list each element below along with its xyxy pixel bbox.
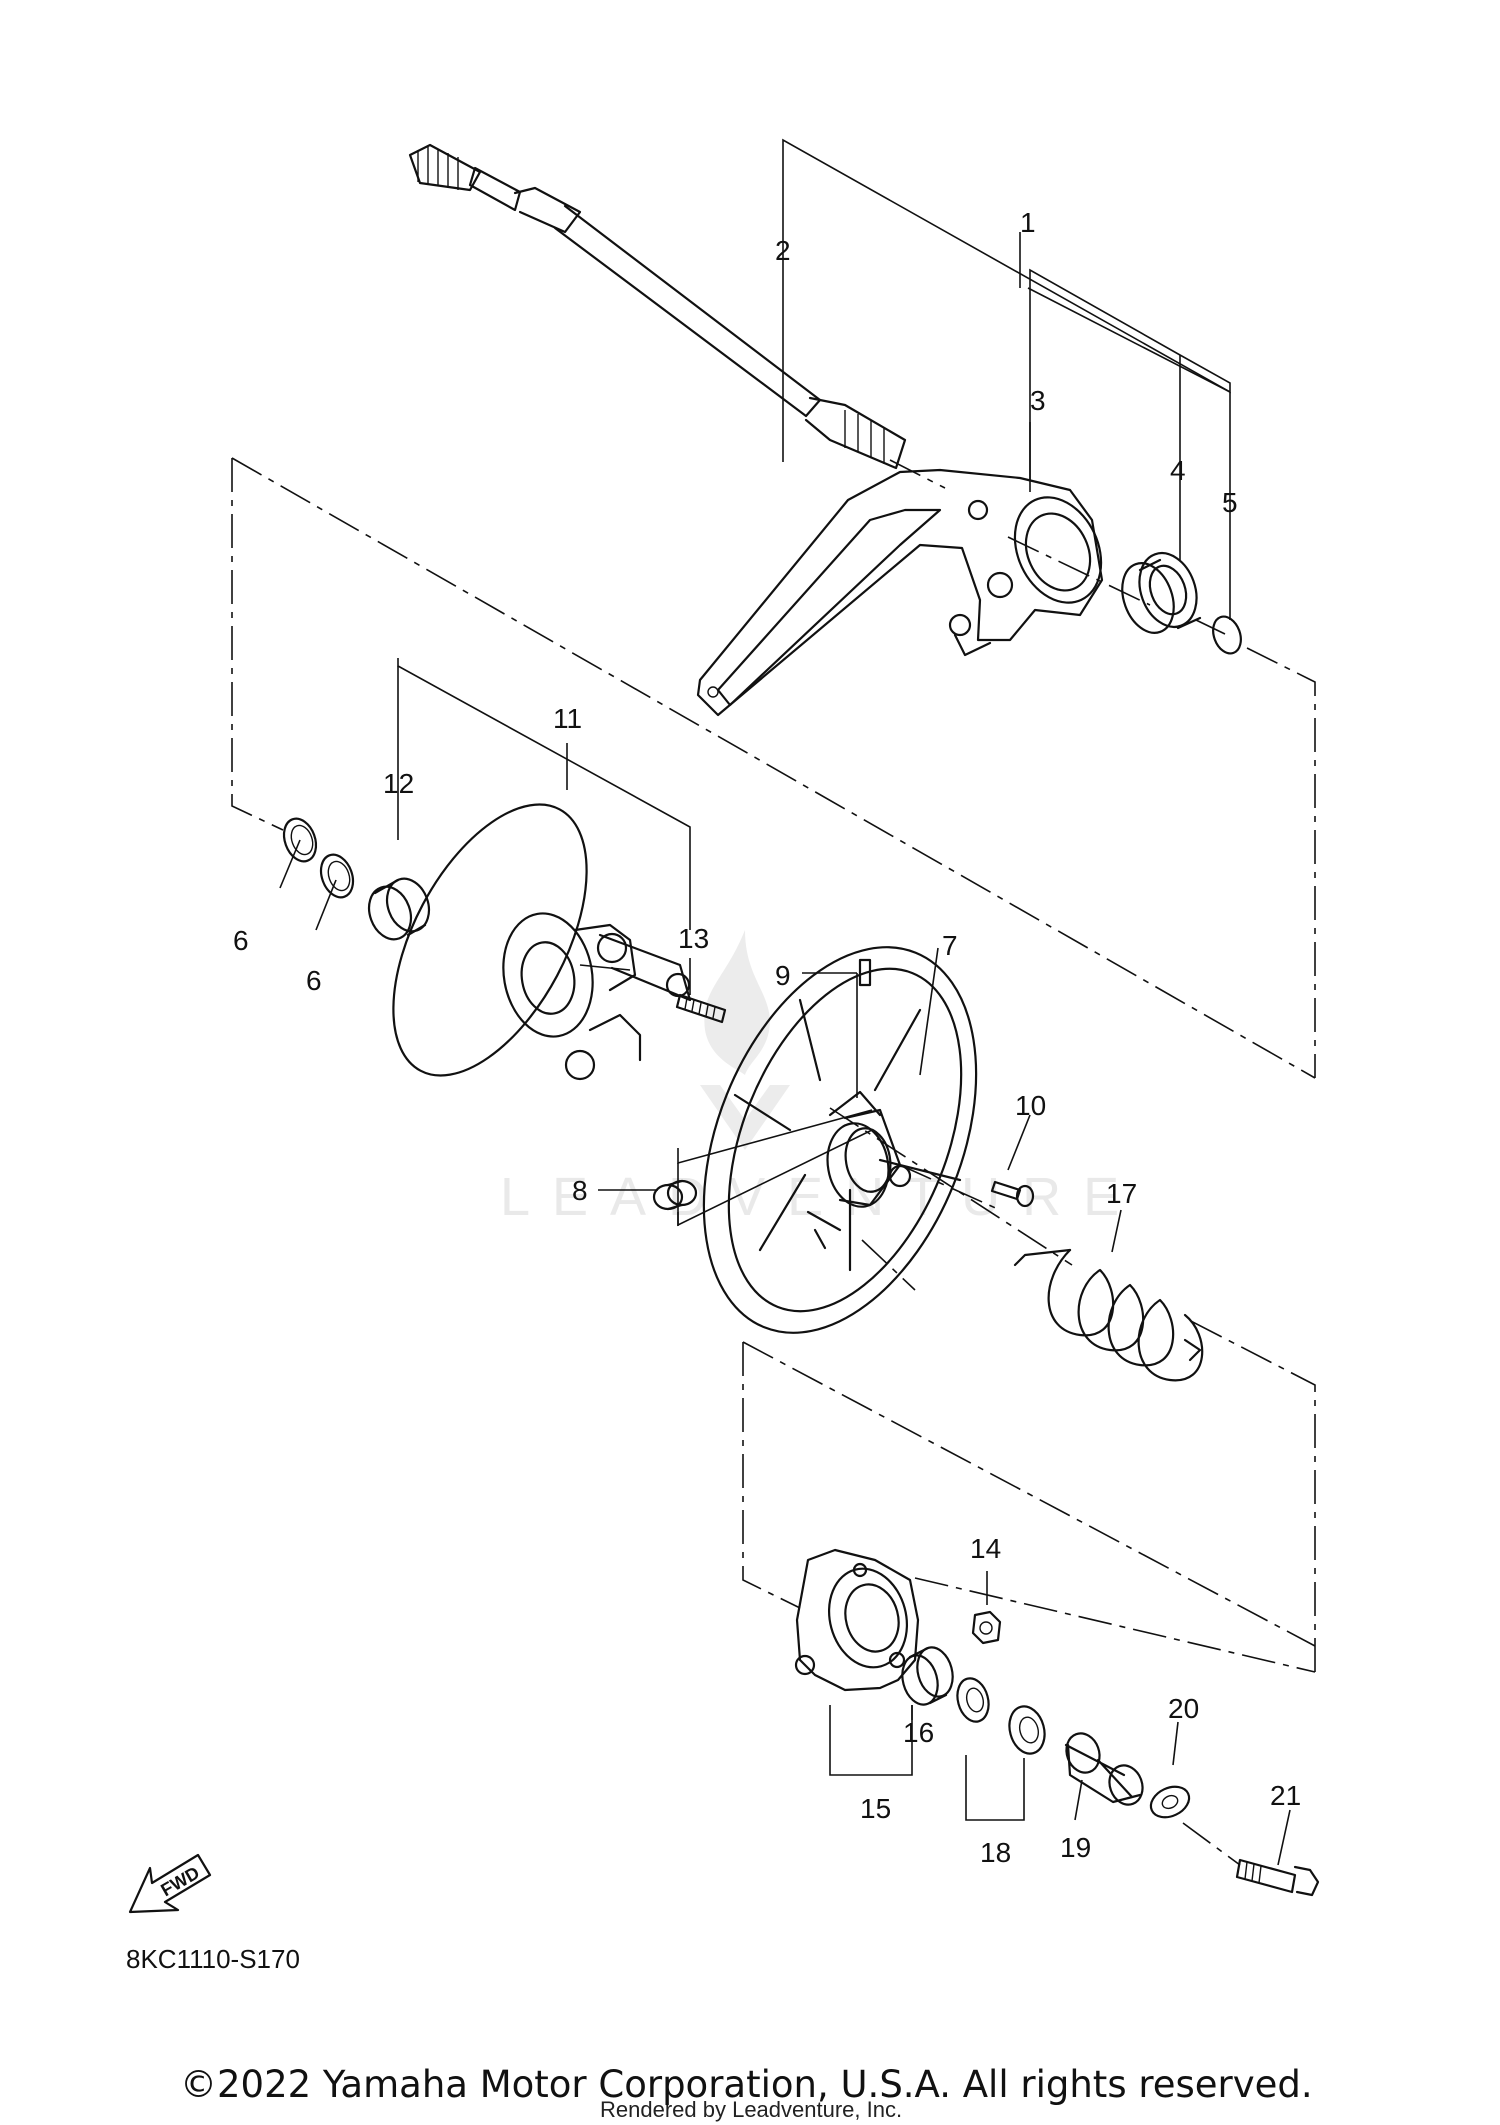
fwd-label: FWD — [157, 1863, 202, 1901]
part-bushing-small — [901, 1646, 954, 1706]
label-3: 3 — [1030, 385, 1046, 416]
label-17: 17 — [1106, 1178, 1137, 1209]
label-7: 7 — [942, 930, 958, 961]
watermark-text: LEADVENTURE — [500, 1167, 1141, 1227]
part-cam-housing — [794, 1548, 920, 1692]
copyright-text: ©2022 Yamaha Motor Corporation, U.S.A. A… — [180, 2063, 1313, 2106]
label-11: 11 — [553, 703, 582, 734]
part-pin — [858, 958, 872, 987]
part-shaft — [408, 143, 907, 470]
label-6-right: 6 — [306, 965, 322, 996]
part-circlip — [1212, 615, 1242, 655]
fwd-arrow-icon: FWD — [128, 1853, 212, 1914]
label-6-left: 6 — [233, 925, 249, 956]
part-bracket — [696, 468, 1104, 717]
label-18: 18 — [980, 1837, 1011, 1868]
rendered-by-text: Rendered by Leadventure, Inc. — [600, 2097, 902, 2122]
part-spring — [1013, 1248, 1204, 1382]
part-bushing — [367, 877, 431, 941]
label-16: 16 — [903, 1717, 934, 1748]
label-21: 21 — [1270, 1780, 1301, 1811]
label-9: 9 — [775, 960, 791, 991]
label-12: 12 — [383, 768, 414, 799]
part-movable-sheave — [702, 946, 978, 1334]
label-20: 20 — [1168, 1693, 1199, 1724]
part-washers-small — [956, 1677, 1046, 1755]
part-fixed-sheave — [392, 803, 692, 1081]
label-2: 2 — [775, 235, 791, 266]
part-collar — [1064, 1732, 1144, 1806]
part-screw — [990, 1180, 1035, 1208]
label-5: 5 — [1222, 487, 1238, 518]
label-14: 14 — [970, 1533, 1001, 1564]
part-nut — [971, 1610, 1002, 1645]
diagram-code: 8KC1110-S170 — [126, 1944, 300, 1974]
label-8: 8 — [572, 1175, 588, 1206]
label-1: 1 — [1020, 207, 1036, 238]
label-15: 15 — [860, 1793, 891, 1824]
label-19: 19 — [1060, 1832, 1091, 1863]
label-10: 10 — [1015, 1090, 1046, 1121]
label-13: 13 — [678, 923, 709, 954]
part-number-labels: 1 2 3 4 5 6 6 7 8 9 10 11 12 13 14 15 16… — [233, 207, 1301, 1868]
watermark: LEADVENTURE — [500, 930, 1141, 1227]
part-roller — [652, 1179, 698, 1211]
part-bolt — [1235, 1858, 1320, 1897]
label-4: 4 — [1170, 455, 1186, 486]
part-washers — [282, 817, 355, 899]
part-bearing — [1121, 552, 1202, 634]
assembly-bracket-lines — [231, 457, 1316, 1866]
part-stud — [675, 993, 727, 1024]
part-washer-flat — [1149, 1785, 1191, 1819]
leader-lines — [279, 138, 1291, 1866]
